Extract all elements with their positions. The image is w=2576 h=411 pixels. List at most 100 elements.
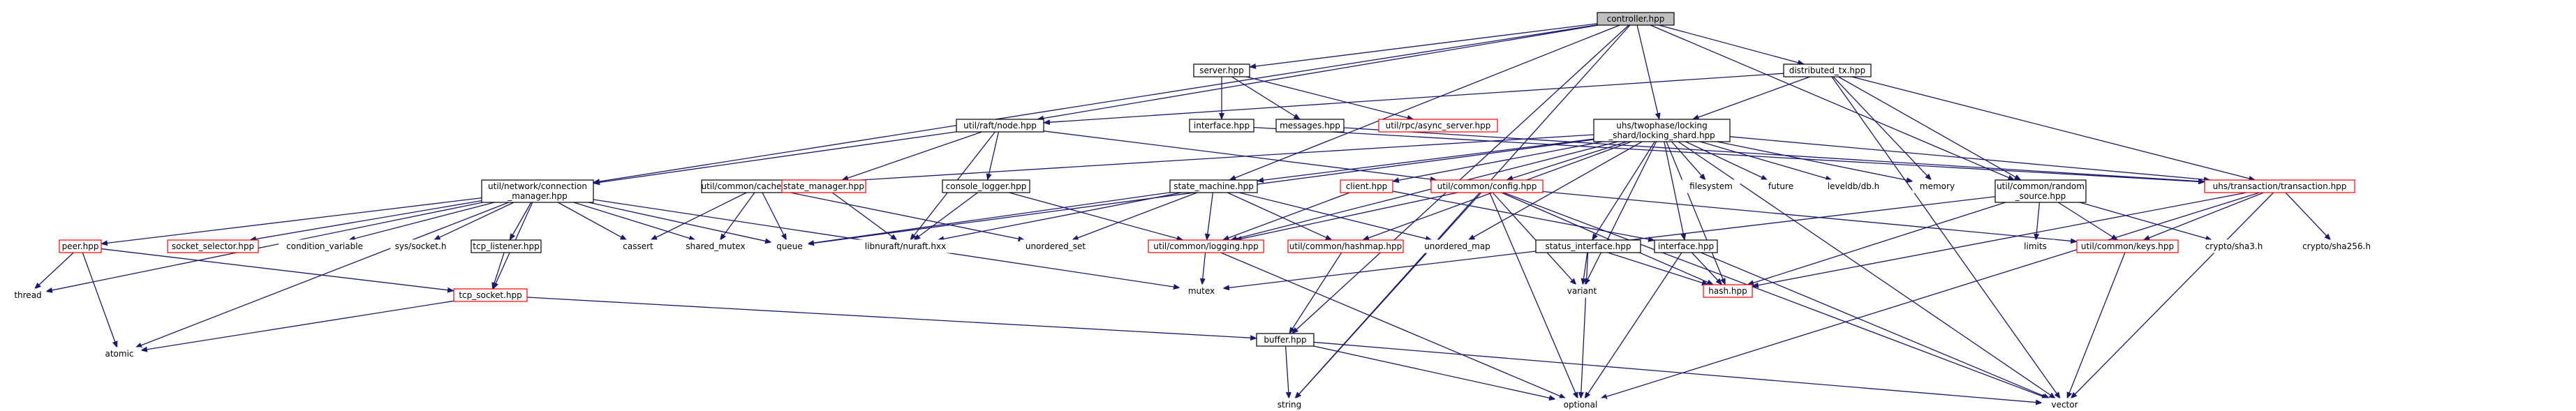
node-interface_mid[interactable]: interface.hpp <box>1654 239 1718 253</box>
node-messages[interactable]: messages.hpp <box>1275 119 1345 133</box>
node-label: uhs/twophase/locking <box>1616 121 1707 130</box>
node-label: shared_mutex <box>686 241 745 251</box>
edge-controller-to-raft_node <box>1037 24 1599 121</box>
node-box <box>1340 179 1393 193</box>
header-nodes: controller.hpp distributed_tx.hpp server.h… <box>9 12 2376 411</box>
node-box <box>781 179 866 193</box>
edge-transaction-to-keys <box>2142 192 2264 241</box>
node-label: unordered_map <box>1424 241 1490 251</box>
edge-config-to-optional <box>1489 192 1578 399</box>
node-box <box>97 347 142 361</box>
node-label: leveldb/db.h <box>1828 181 1879 191</box>
edge-state_machine-to-hashmap <box>1227 192 1333 241</box>
node-box <box>1179 284 1224 298</box>
edge-connection_manager-to-thread <box>45 202 483 293</box>
node-server[interactable]: server.hpp <box>1193 63 1250 77</box>
node-sha256: crypto/sha256.h <box>2297 239 2376 253</box>
node-random_source[interactable]: util/common/random_source.hpp <box>1994 179 2087 203</box>
node-label: util/rpc/async_server.hpp <box>1386 121 1491 130</box>
edge-interface_mid-to-vector <box>1701 252 2050 399</box>
node-box <box>390 239 451 253</box>
node-label: optional <box>1564 400 1598 410</box>
node-locking_shard[interactable]: uhs/twophase/locking_shard/locking_shard… <box>1593 119 1731 142</box>
node-limits: limits <box>2015 239 2055 253</box>
node-unordered_set: unordered_set <box>1020 239 1091 253</box>
edge-controller-to-locking_shard <box>1636 24 1661 120</box>
node-connection_manager[interactable]: util/network/connection_manager.hpp <box>481 179 594 203</box>
node-filesystem: filesystem <box>1682 179 1740 193</box>
node-label: messages.hpp <box>1280 121 1340 130</box>
node-box <box>1912 179 1962 193</box>
edge-buffer-to-vector <box>1313 341 2043 405</box>
edge-random_source-to-keys <box>2057 202 2119 241</box>
node-queue: queue <box>771 239 808 253</box>
node-box <box>852 239 958 253</box>
node-string: string <box>1267 398 1312 411</box>
edge-locking_shard-to-status_interface <box>1592 141 1655 241</box>
edge-state_machine-to-unordered_set <box>1071 192 1198 241</box>
node-box <box>1267 398 1312 411</box>
node-label: status_interface.hpp <box>1545 241 1631 251</box>
node-box <box>1682 179 1740 193</box>
edge-messages-to-transaction <box>1343 127 2205 184</box>
node-tcp_socket: tcp_socket.hpp <box>453 288 528 302</box>
node-box <box>1275 119 1345 133</box>
node-sys_socket: sys/socket.h <box>390 239 451 253</box>
node-box <box>2015 239 2055 253</box>
node-box <box>1256 333 1315 347</box>
edge-connection_manager-to-peer <box>101 197 482 246</box>
node-console_logger[interactable]: console_logger.hpp <box>942 179 1030 193</box>
edge-status_interface-to-variant <box>1581 252 1588 285</box>
node-mutex: mutex <box>1179 284 1224 298</box>
node-box <box>1783 63 1872 77</box>
node-label: atomic <box>105 349 133 359</box>
node-label: console_logger.hpp <box>946 181 1027 191</box>
edge-interface_mid-to-hash <box>1691 252 1723 285</box>
node-box <box>1703 284 1753 298</box>
edge-controller-to-random_source <box>1650 24 2015 181</box>
node-box <box>1994 179 2087 203</box>
edge-config-to-string <box>1294 192 1482 399</box>
dependency-edges <box>34 23 2332 405</box>
node-status_interface[interactable]: status_interface.hpp <box>1535 239 1641 253</box>
node-peer: peer.hpp <box>59 239 102 253</box>
node-box <box>1821 179 1886 193</box>
node-label: util/network/connection <box>488 181 587 191</box>
node-label: variant <box>1567 286 1597 296</box>
node-raft_node[interactable]: util/raft/node.hpp <box>956 119 1044 133</box>
edge-locking_shard-to-variant <box>1584 141 1657 285</box>
edge-random_source-to-sha3 <box>2079 202 2213 241</box>
edge-state_machine-to-logging <box>1204 192 1213 241</box>
node-buffer[interactable]: buffer.hpp <box>1256 333 1315 347</box>
node-tcp_listener[interactable]: tcp_listener.hpp <box>471 239 542 253</box>
edge-connection_manager-to-shared_mutex <box>573 202 696 241</box>
node-box <box>2041 398 2088 411</box>
node-label: _source.hpp <box>2015 191 2066 201</box>
edge-random_source-to-hash <box>1747 202 2006 286</box>
edge-interface_top-to-transaction <box>1253 126 2205 185</box>
edge-state_manager-to-libnuraft <box>831 192 898 241</box>
node-label: condition_variable <box>286 241 363 251</box>
node-distributed_tx[interactable]: distributed_tx.hpp <box>1783 63 1872 77</box>
edge-buffer-to-optional <box>1313 345 1556 401</box>
edge-keys-to-vector <box>2066 252 2126 399</box>
node-state_machine[interactable]: state_machine.hpp <box>1169 179 1258 193</box>
node-box <box>1193 63 1250 77</box>
node-label: buffer.hpp <box>1264 335 1306 345</box>
node-label: crypto/sha256.h <box>2302 241 2371 251</box>
edge-locking_shard-to-unordered_map <box>1467 141 1643 241</box>
edge-distributed_tx-to-memory <box>1833 76 1932 181</box>
edge-connection_manager-to-cassert <box>557 202 628 241</box>
node-cassert: cassert <box>616 239 660 253</box>
node-label: unordered_set <box>1026 241 1086 251</box>
node-label: hash.hpp <box>1708 286 1747 296</box>
edge-locking_shard-to-memory <box>1717 141 1914 184</box>
node-label: vector <box>2051 400 2078 410</box>
node-label: util/common/random <box>1997 181 2085 191</box>
node-box <box>471 239 542 253</box>
node-label: interface.hpp <box>1194 121 1250 130</box>
edge-config-to-vector <box>1503 192 2049 399</box>
node-controller[interactable]: controller.hpp <box>1597 12 1675 26</box>
node-interface_top[interactable]: interface.hpp <box>1189 119 1254 133</box>
node-label: util/common/keys.hpp <box>2081 241 2174 251</box>
